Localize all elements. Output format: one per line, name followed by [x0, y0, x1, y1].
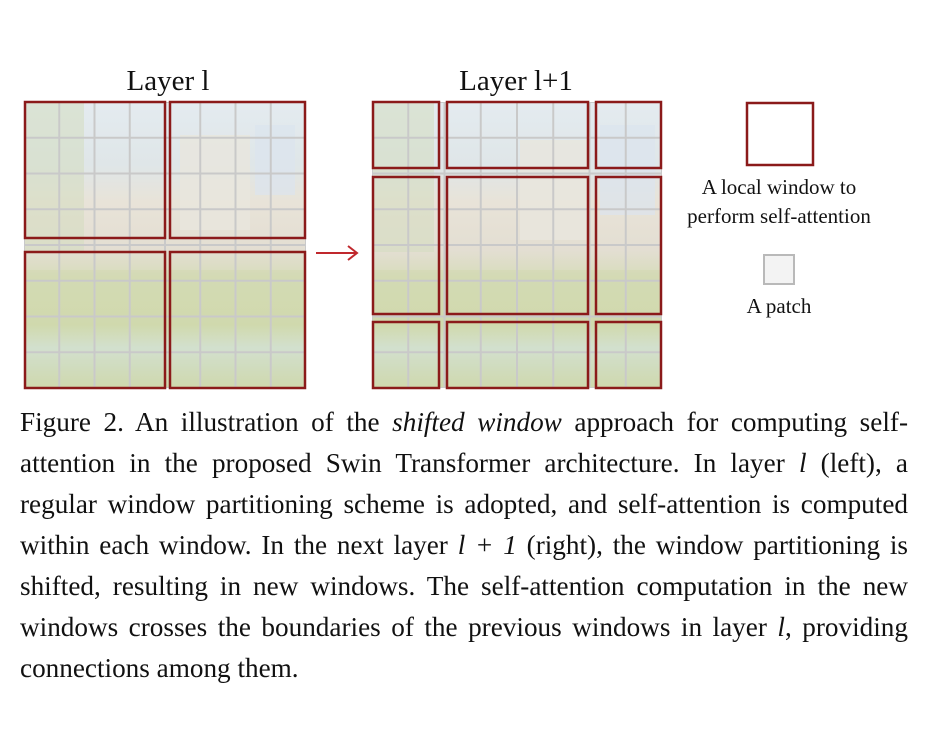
window-left-bottom-right [168, 250, 307, 390]
right-image [372, 102, 662, 388]
window-right-r1c1 [371, 100, 441, 170]
window-right-r1c3 [594, 100, 663, 170]
legend-window-label-line1: A local window to [702, 175, 857, 199]
caption-body-1: approach for computing self-attention in… [20, 407, 908, 478]
caption-body-4: , providing connections among them. [20, 612, 908, 683]
legend-window-label-line2: perform self-attention [687, 204, 871, 228]
window-left-top-left [23, 100, 167, 240]
arrow-icon [316, 245, 359, 261]
legend-patch-label: A patch [747, 294, 812, 318]
caption-body-2: (left), a regular window partitioning sc… [20, 448, 909, 560]
window-left-bottom-left [23, 250, 167, 390]
window-right-r2c3 [594, 175, 663, 316]
caption-label: Figure 2. An illustration of the [20, 407, 393, 437]
left-layer-title: Layer l [127, 65, 210, 97]
window-left-top-right [168, 100, 307, 240]
window-right-r1c2 [445, 100, 590, 170]
caption-var-l: l [798, 448, 807, 478]
window-right-r3c3 [594, 320, 663, 390]
right-layer-title: Layer l+1 [459, 65, 573, 97]
window-right-r3c1 [371, 320, 441, 390]
window-right-r2c1 [371, 175, 441, 316]
caption-var-l-end: l [777, 612, 785, 642]
window-right-r3c2 [445, 320, 590, 390]
swin-figure: Layer l Layer l+1 A local window to perf… [23, 65, 871, 390]
legend-patch-swatch [763, 254, 795, 285]
window-right-r2c2 [445, 175, 590, 316]
caption-emphasis: shifted window [392, 407, 562, 437]
figure-caption: Figure 2. An illustration of the shifted… [20, 402, 908, 689]
caption-var-l-plus-1: l + 1 [457, 530, 517, 560]
caption-body-3: (right), the window partitioning is shif… [20, 530, 909, 642]
legend-window-swatch [745, 101, 815, 167]
